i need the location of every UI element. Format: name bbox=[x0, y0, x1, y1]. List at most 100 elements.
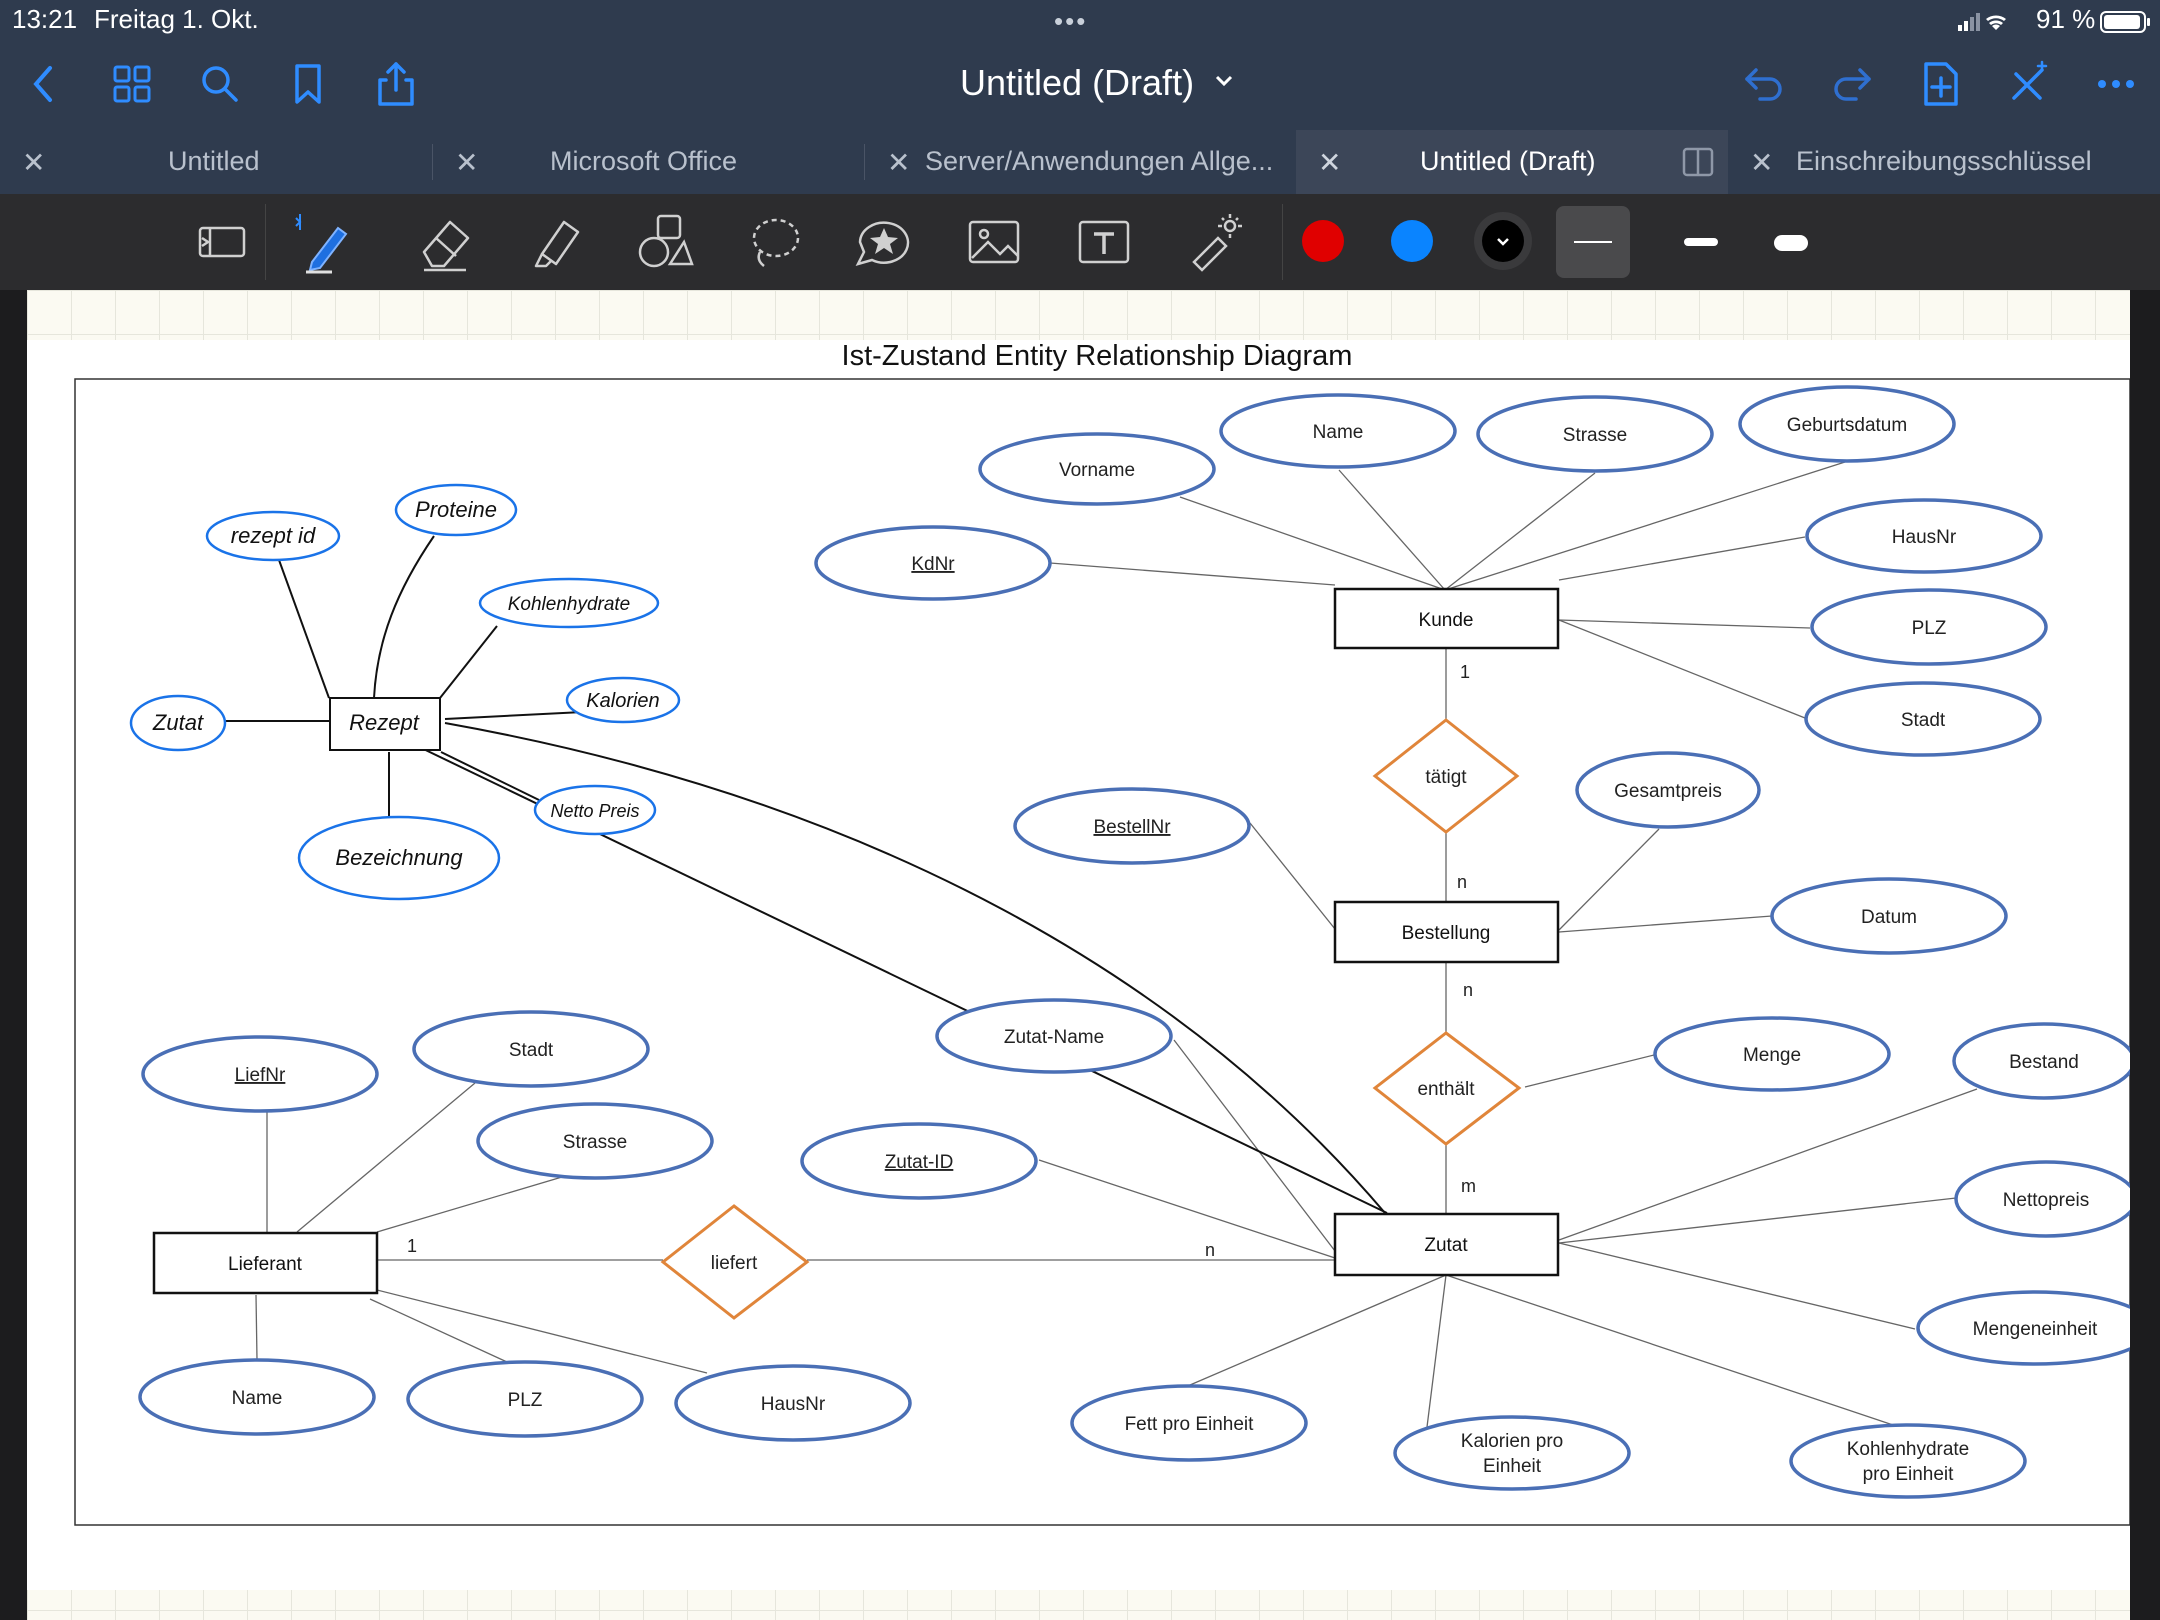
lasso-icon[interactable] bbox=[740, 208, 808, 276]
handwritten-attribute-proteine[interactable]: Proteine bbox=[394, 483, 518, 537]
add-page-icon[interactable] bbox=[1914, 58, 1966, 110]
attribute-lieferant-stadt[interactable]: Stadt bbox=[412, 1010, 650, 1088]
multitasking-dots[interactable]: ••• bbox=[1054, 6, 1088, 36]
svg-text:pro Einheit: pro Einheit bbox=[1863, 1464, 1955, 1485]
stroke-thin-button[interactable] bbox=[1556, 206, 1630, 278]
attribute-lieferant-name[interactable]: Name bbox=[138, 1358, 376, 1436]
color-black-swatch[interactable] bbox=[1474, 212, 1532, 270]
sticker-icon[interactable] bbox=[850, 208, 918, 276]
cardinality-label: m bbox=[1461, 1176, 1476, 1196]
handwritten-attribute-netto-preis[interactable]: Netto Preis bbox=[533, 784, 657, 836]
svg-text:Lieferant: Lieferant bbox=[228, 1254, 303, 1275]
tab-label: Untitled bbox=[168, 146, 260, 176]
relationship-taetigt[interactable]: tätigt bbox=[1372, 718, 1520, 834]
back-icon[interactable] bbox=[18, 58, 70, 110]
cardinality-label: 1 bbox=[1460, 662, 1470, 682]
svg-text:Proteine: Proteine bbox=[415, 497, 497, 522]
tab-label: Server/Anwendungen Allge... bbox=[925, 146, 1274, 176]
grid-icon[interactable] bbox=[106, 58, 158, 110]
cardinality-label: n bbox=[1463, 980, 1473, 1000]
split-view-icon[interactable] bbox=[1682, 146, 1714, 178]
handwritten-attribute-bezeichnung[interactable]: Bezeichnung bbox=[297, 815, 501, 901]
attribute-liefnr[interactable]: LiefNr bbox=[141, 1035, 379, 1113]
handwritten-attribute-rezept-id[interactable]: rezept id bbox=[205, 510, 341, 562]
chevron-down-icon[interactable] bbox=[1214, 74, 1234, 88]
shapes-icon[interactable] bbox=[632, 208, 700, 276]
handwritten-entity-rezept[interactable]: Rezept bbox=[329, 697, 441, 751]
signal-wifi-icon bbox=[1958, 13, 2006, 31]
image-icon[interactable] bbox=[960, 208, 1028, 276]
close-tool-icon[interactable] bbox=[2002, 58, 2054, 110]
attribute-geburtsdatum[interactable]: Geburtsdatum bbox=[1738, 385, 1956, 463]
handwritten-attribute-kalorien[interactable]: Kalorien bbox=[565, 676, 681, 724]
attribute-nettopreis[interactable]: Nettopreis bbox=[1954, 1160, 2138, 1238]
attribute-vorname[interactable]: Vorname bbox=[978, 432, 1216, 506]
close-icon[interactable]: ✕ bbox=[22, 147, 46, 178]
highlighter-icon[interactable] bbox=[522, 208, 590, 276]
text-icon[interactable] bbox=[1070, 208, 1138, 276]
more-icon[interactable] bbox=[2090, 58, 2142, 110]
attribute-kdnr[interactable]: KdNr bbox=[814, 525, 1052, 601]
attribute-hausnr[interactable]: HausNr bbox=[1805, 498, 2043, 574]
entity-zutat[interactable]: Zutat bbox=[1333, 1212, 1560, 1277]
attribute-lieferant-hausnr[interactable]: HausNr bbox=[674, 1364, 912, 1442]
share-icon[interactable] bbox=[370, 58, 422, 110]
attribute-gesamtpreis[interactable]: Gesamtpreis bbox=[1575, 751, 1761, 829]
handwritten-attribute-kohlenhydrate[interactable]: Kohlenhydrate bbox=[478, 577, 660, 629]
tab-einschreibungsschluessel[interactable]: ✕ Einschreibungsschlüssel bbox=[1728, 130, 2160, 194]
attribute-bestellnr[interactable]: BestellNr bbox=[1013, 787, 1251, 865]
svg-text:PLZ: PLZ bbox=[508, 1390, 543, 1411]
attribute-zutat-id[interactable]: Zutat-ID bbox=[800, 1122, 1038, 1200]
attribute-fett-pro-einheit[interactable]: Fett pro Einheit bbox=[1070, 1384, 1308, 1462]
entity-kunde[interactable]: Kunde bbox=[1333, 587, 1560, 650]
rezept-zutat-connector bbox=[444, 722, 1386, 1214]
stroke-medium-button[interactable] bbox=[1666, 206, 1740, 278]
svg-text:Geburtsdatum: Geburtsdatum bbox=[1787, 415, 1907, 436]
stroke-thick-button[interactable] bbox=[1756, 206, 1830, 278]
tab-server-anwendungen[interactable]: ✕ Server/Anwendungen Allge... bbox=[865, 130, 1296, 194]
attribute-mengeneinheit[interactable]: Mengeneinheit bbox=[1916, 1290, 2154, 1366]
page-layout-icon[interactable] bbox=[188, 208, 256, 276]
close-icon[interactable]: ✕ bbox=[887, 147, 911, 178]
close-icon[interactable]: ✕ bbox=[1318, 147, 1342, 178]
svg-text:Bestellung: Bestellung bbox=[1402, 923, 1491, 944]
attribute-menge[interactable]: Menge bbox=[1653, 1016, 1891, 1092]
relationship-enthaelt[interactable]: enthält bbox=[1372, 1031, 1522, 1146]
attribute-plz[interactable]: PLZ bbox=[1810, 588, 2048, 666]
relationship-liefert[interactable]: liefert bbox=[660, 1204, 810, 1320]
eraser-icon[interactable] bbox=[410, 208, 478, 276]
search-icon[interactable] bbox=[194, 58, 246, 110]
cardinality-label: n bbox=[1205, 1240, 1215, 1260]
handwritten-attribute-zutat[interactable]: Zutat bbox=[129, 694, 227, 752]
close-icon[interactable]: ✕ bbox=[455, 147, 479, 178]
entity-lieferant[interactable]: Lieferant bbox=[152, 1231, 379, 1295]
tab-microsoft-office[interactable]: ✕ Microsoft Office bbox=[433, 130, 864, 194]
attribute-zutat-name[interactable]: Zutat-Name bbox=[935, 998, 1173, 1074]
pen-icon[interactable] bbox=[292, 208, 360, 276]
color-blue-swatch[interactable] bbox=[1391, 220, 1433, 262]
tab-label: Microsoft Office bbox=[550, 146, 738, 176]
undo-icon[interactable] bbox=[1738, 58, 1790, 110]
attribute-lieferant-strasse[interactable]: Strasse bbox=[476, 1102, 714, 1180]
redo-icon[interactable] bbox=[1826, 58, 1878, 110]
color-red-swatch[interactable] bbox=[1302, 220, 1344, 262]
attribute-bestand[interactable]: Bestand bbox=[1952, 1022, 2136, 1100]
attribute-datum[interactable]: Datum bbox=[1770, 877, 2008, 955]
attribute-lieferant-plz[interactable]: PLZ bbox=[406, 1360, 644, 1438]
document-title[interactable]: Untitled (Draft) bbox=[960, 62, 1195, 103]
bookmark-icon[interactable] bbox=[282, 58, 334, 110]
tab-untitled-draft[interactable]: ✕ Untitled (Draft) bbox=[1296, 130, 1728, 194]
laser-pointer-icon[interactable] bbox=[1180, 208, 1248, 276]
svg-text:liefert: liefert bbox=[711, 1253, 758, 1274]
attribute-stadt[interactable]: Stadt bbox=[1804, 681, 2042, 757]
close-icon[interactable]: ✕ bbox=[1750, 147, 1774, 178]
tab-untitled[interactable]: ✕ Untitled bbox=[0, 130, 432, 194]
svg-text:Gesamtpreis: Gesamtpreis bbox=[1614, 781, 1722, 802]
battery-icon bbox=[2100, 11, 2150, 33]
entity-bestellung[interactable]: Bestellung bbox=[1333, 900, 1560, 964]
attribute-name[interactable]: Name bbox=[1219, 393, 1457, 469]
attribute-strasse[interactable]: Strasse bbox=[1476, 395, 1714, 473]
svg-text:Menge: Menge bbox=[1743, 1045, 1801, 1066]
